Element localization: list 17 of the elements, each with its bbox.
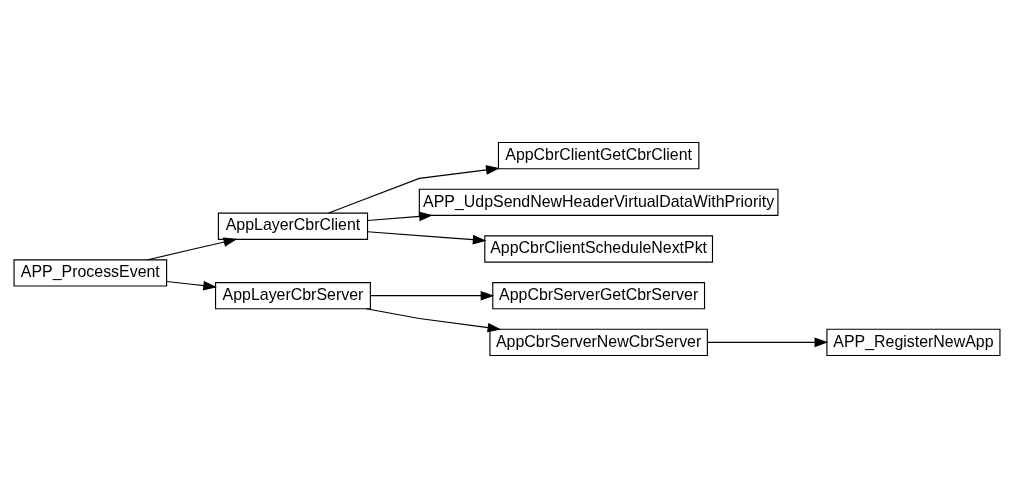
node-box: AppLayerCbrClient [217, 212, 369, 240]
arrow [365, 308, 502, 333]
arrow [147, 237, 238, 261]
node-box: AppCbrServerGetCbrServer [492, 282, 706, 310]
arrow [367, 231, 487, 245]
arrow [367, 211, 433, 222]
node-box: APP_RegisterNewApp [826, 328, 1001, 356]
arrow [328, 165, 500, 214]
arrow [370, 290, 495, 301]
arrow [166, 280, 217, 291]
node-box: AppCbrServerNewCbrServer [489, 328, 708, 356]
arrow [707, 337, 829, 348]
node-box: APP_ProcessEvent [13, 259, 168, 287]
node-box: AppCbrClientGetCbrClient [497, 142, 700, 170]
node-box: AppLayerCbrServer [215, 282, 371, 310]
node-box: APP_UdpSendNewHeaderVirtualDataWithPriority [418, 188, 779, 216]
node-box: AppCbrClientScheduleNextPkt [484, 235, 714, 263]
